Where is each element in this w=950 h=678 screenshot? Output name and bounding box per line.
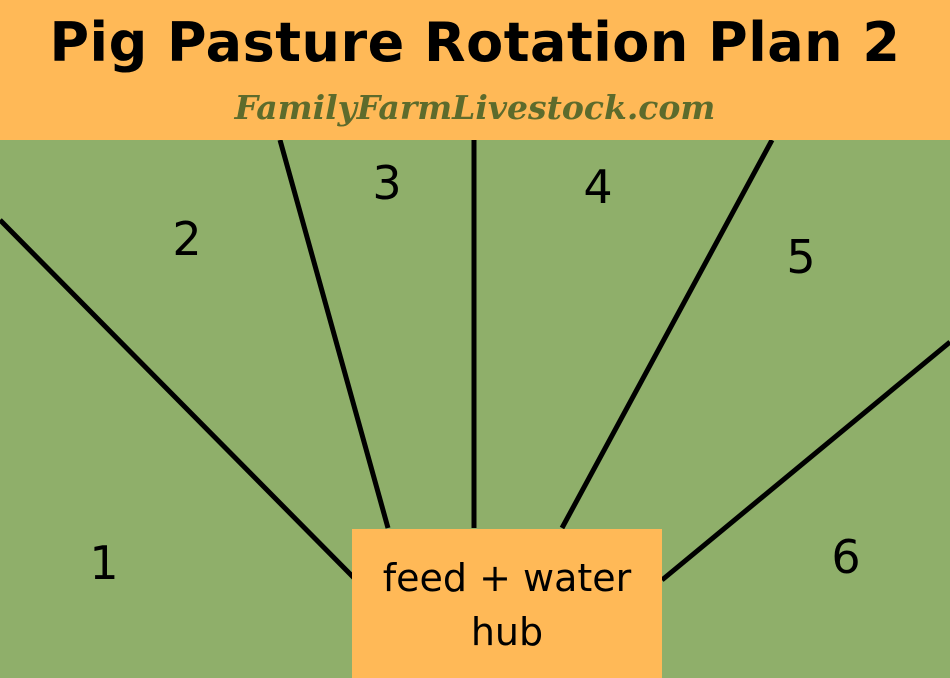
fence-line-4-5 — [559, 140, 775, 530]
page-title: Pig Pasture Rotation Plan 2 — [49, 11, 901, 74]
paddock-label-6: 6 — [831, 530, 861, 584]
title-banner: Pig Pasture Rotation Plan 2 FamilyFarmLi… — [0, 0, 950, 140]
paddock-label-1: 1 — [89, 536, 119, 590]
fence-line-5-6 — [660, 340, 950, 582]
paddock-label-5: 5 — [786, 230, 816, 284]
hub-label-line1: feed + water — [382, 556, 632, 600]
paddock-label-2: 2 — [172, 212, 202, 266]
fence-line-1-2 — [0, 218, 360, 584]
fence-line-2-3 — [277, 140, 391, 529]
paddock-label-4: 4 — [583, 160, 613, 214]
hub-label-line2: hub — [470, 610, 544, 654]
paddock-label-3: 3 — [372, 156, 402, 210]
site-watermark: FamilyFarmLivestock.com — [234, 88, 716, 127]
feed-water-hub: feed + water hub — [352, 529, 662, 678]
